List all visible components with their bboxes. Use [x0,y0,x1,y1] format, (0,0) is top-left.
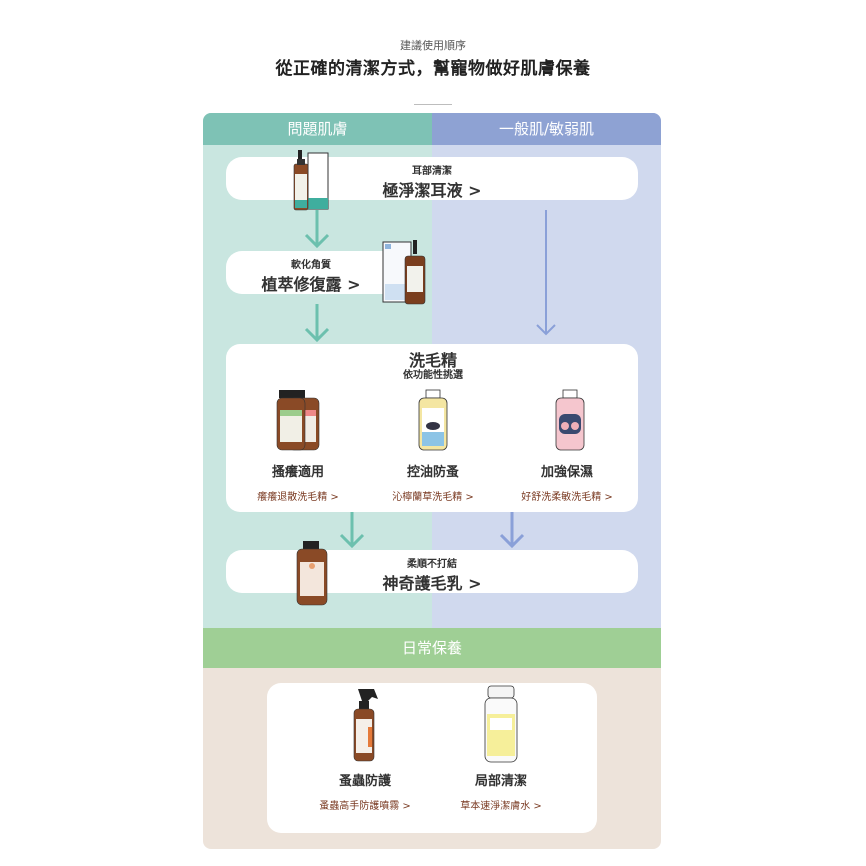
daily-care-card [267,683,597,833]
daily-care-header: 日常保養 [203,628,661,668]
product-link[interactable]: 草本速淨潔膚水 > [460,801,542,812]
normal-skin-header: 一般肌/敏弱肌 [432,113,661,145]
step-category: 軟化角質 [291,260,331,271]
arrow-down-icon [536,210,556,336]
function-label: 蚤蟲防護 [338,774,391,789]
shampoo-item-oil[interactable]: 控油防蚤 沁檸蘭草洗毛精 > [371,457,495,503]
flea-spray-image [353,689,378,762]
shampoo-item-moisture[interactable]: 加強保濕 好舒洗柔敏洗毛精 > [500,457,634,503]
daily-item-clean[interactable]: 局部清潔 草本速淨潔膚水 > [436,766,566,812]
soften-link[interactable]: 植萃修復露 > [261,275,361,294]
moisture-shampoo-image [555,389,585,451]
function-label: 局部清潔 [474,774,527,789]
soften-product-image [382,240,426,305]
ear-cleaner-step[interactable]: 耳部清潔 極淨潔耳液 > [226,157,638,200]
problem-skin-header: 問題肌膚 [203,113,432,145]
ear-cleaner-link[interactable]: 極淨潔耳液 > [382,181,482,200]
function-label: 加強保濕 [540,465,593,480]
product-link[interactable]: 蚤蟲高手防護噴霧 > [319,801,411,812]
function-label: 控油防蚤 [406,465,459,480]
arrow-down-icon [339,510,365,549]
shampoo-title: 洗毛精 [408,351,457,370]
oil-control-shampoo-image [418,389,448,451]
subtitle: 建議使用順序 [400,39,466,52]
soften-step[interactable]: 軟化角質 植萃修復露 > [226,251,396,294]
daily-item-flea[interactable]: 蚤蟲防護 蚤蟲高手防護噴霧 > [300,766,430,812]
divider [414,104,452,105]
conditioner-step[interactable]: 柔順不打結 神奇護毛乳 > [226,550,638,593]
conditioner-link[interactable]: 神奇護毛乳 > [382,574,482,593]
product-link[interactable]: 好舒洗柔敏洗毛精 > [521,492,613,503]
arrow-down-icon [499,510,525,549]
function-label: 搔癢適用 [271,465,324,480]
shampoo-subtitle: 依功能性挑選 [403,370,463,381]
step-category: 耳部清潔 [412,166,452,177]
product-link[interactable]: 沁檸蘭草洗毛精 > [392,492,474,503]
ear-cleaner-product-image [293,150,329,211]
product-link[interactable]: 癢癢退散洗毛精 > [257,492,339,503]
shampoo-item-itch[interactable]: 搔癢適用 癢癢退散洗毛精 > [236,457,360,503]
arrow-down-icon [304,304,330,343]
conditioner-product-image [296,541,328,606]
page-title: 從正確的清潔方式，幫寵物做好肌膚保養 [275,59,591,79]
step-category: 柔順不打結 [407,559,457,570]
skin-cleanser-image [484,685,518,763]
arrow-down-icon [304,210,330,249]
itch-shampoo-image [276,390,320,451]
